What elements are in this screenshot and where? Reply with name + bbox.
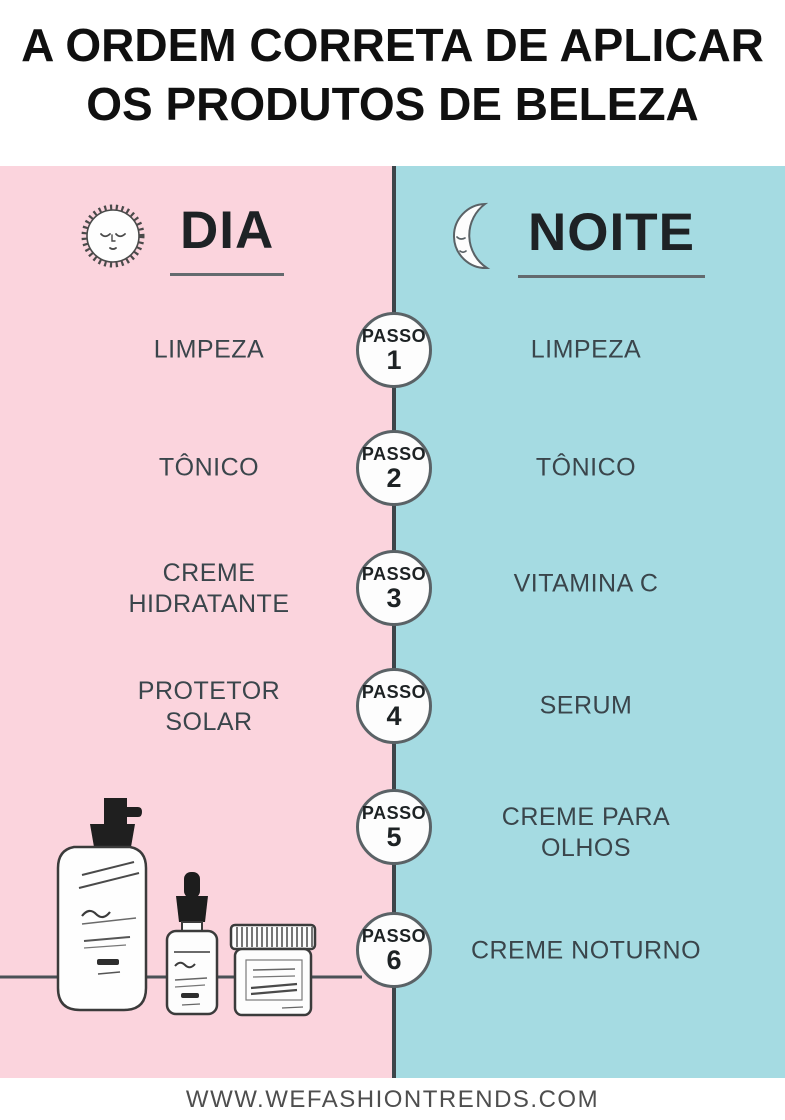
night-step-4-label: SERUM — [539, 691, 633, 720]
sun-icon — [78, 201, 148, 276]
night-step-5-label: CREME PARA OLHOS — [501, 803, 671, 862]
day-step-1-label: LIMPEZA — [153, 335, 265, 364]
step-number: 2 — [386, 463, 402, 493]
day-column-title: DIA — [170, 200, 285, 276]
cream-jar-icon — [229, 923, 317, 1017]
pump-bottle-icon — [56, 798, 148, 1012]
website-url: WWW.WEFASHIONTRENDS.COM — [185, 1086, 600, 1113]
step-circle-4: PASSO 4 — [356, 668, 432, 744]
step-number: 5 — [386, 822, 402, 852]
step-word: PASSO — [361, 803, 427, 823]
skincare-bottles-illustration — [0, 780, 393, 1083]
step-number: 1 — [386, 345, 402, 375]
night-column-title: NOITE — [518, 202, 705, 278]
dropper-bottle-icon — [165, 872, 219, 1016]
step-word: PASSO — [361, 326, 427, 346]
night-step-3-label: VITAMINA C — [513, 569, 659, 598]
night-panel — [395, 166, 785, 1078]
step-circle-5: PASSO 5 — [356, 789, 432, 865]
day-step-2-label: TÔNICO — [158, 453, 260, 482]
step-word: PASSO — [361, 682, 427, 702]
day-step-3-label: CREME HIDRATANTE — [128, 559, 290, 618]
night-step-6-label: CREME NOTURNO — [470, 936, 702, 965]
step-number: 6 — [386, 945, 402, 975]
page-title-line1: A ORDEM CORRETA DE APLICAR — [21, 19, 764, 71]
moon-icon — [444, 200, 492, 279]
step-circle-1: PASSO 1 — [356, 312, 432, 388]
step-circle-6: PASSO 6 — [356, 912, 432, 988]
day-step-4-label: PROTETOR SOLAR — [137, 677, 281, 736]
step-word: PASSO — [361, 926, 427, 946]
night-step-2-label: TÔNICO — [535, 453, 637, 482]
step-number: 4 — [386, 701, 402, 731]
night-step-1-label: LIMPEZA — [530, 335, 642, 364]
step-word: PASSO — [361, 564, 427, 584]
step-word: PASSO — [361, 444, 427, 464]
page-title: A ORDEM CORRETA DE APLICAR OS PRODUTOS D… — [0, 16, 785, 134]
step-circle-2: PASSO 2 — [356, 430, 432, 506]
page-title-line2: OS PRODUTOS DE BELEZA — [86, 78, 699, 130]
step-circle-3: PASSO 3 — [356, 550, 432, 626]
step-number: 3 — [386, 583, 402, 613]
day-header: DIA — [78, 200, 285, 276]
night-header: NOITE — [444, 200, 705, 279]
